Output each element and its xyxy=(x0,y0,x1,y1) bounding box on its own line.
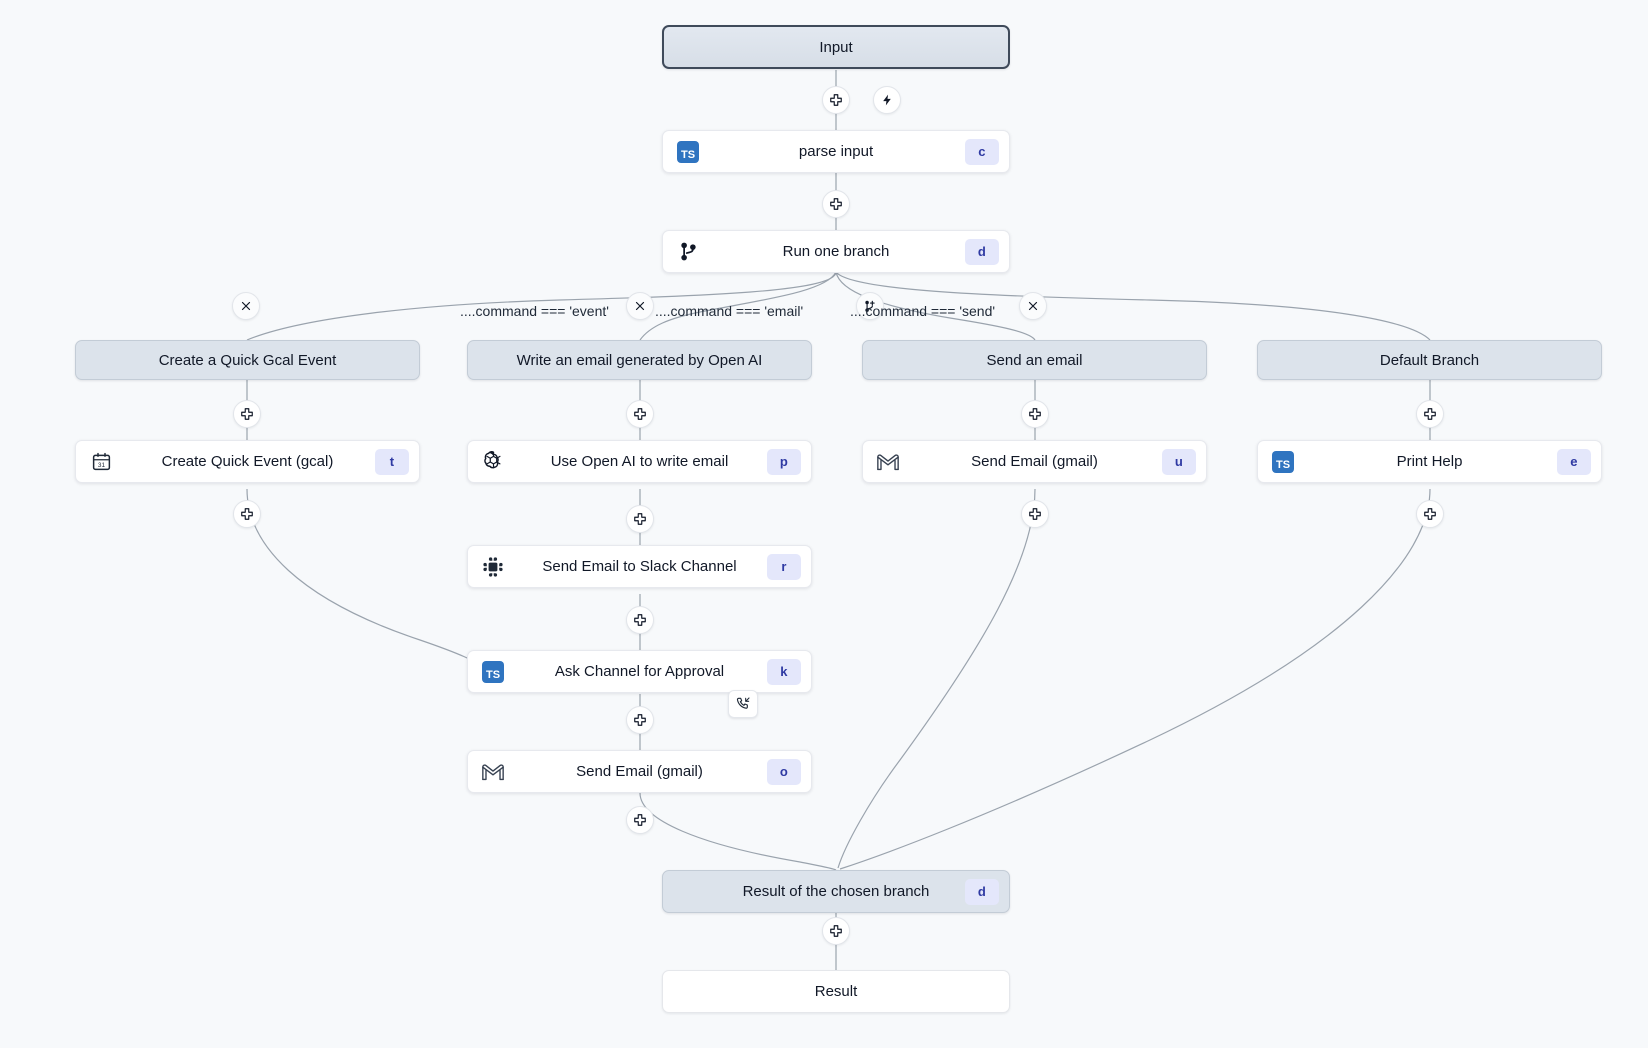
node-result-chosen-branch-label: Result of the chosen branch xyxy=(742,884,930,899)
trigger-lightning-button[interactable] xyxy=(873,86,901,114)
close-x-icon xyxy=(635,301,645,311)
shortcut-key-badge-run-one-branch[interactable]: d xyxy=(965,238,999,265)
close-x-icon xyxy=(241,301,251,311)
shortcut-key-badge-send-email-gmail-branch[interactable]: u xyxy=(1162,448,1196,475)
git-branch-plus-icon xyxy=(865,300,875,312)
node-run-one-branch-label: Run one branch xyxy=(782,244,890,259)
add-step-button-send-branch[interactable] xyxy=(1021,400,1049,428)
node-use-open-ai[interactable]: Use Open AI to write email p xyxy=(467,440,812,483)
typescript-icon: TS xyxy=(480,659,506,685)
shortcut-key-badge-parse-input[interactable]: c xyxy=(965,138,999,165)
plus-cross-icon xyxy=(241,408,253,420)
add-step-button-email-branch[interactable] xyxy=(626,400,654,428)
lightning-icon xyxy=(882,94,891,106)
node-send-email-gmail-main-label: Send Email (gmail) xyxy=(576,764,703,779)
shortcut-key-badge-send-email-gmail-main[interactable]: o xyxy=(767,758,801,785)
add-step-button-after-open-ai[interactable] xyxy=(626,505,654,533)
node-send-email-slack-label: Send Email to Slack Channel xyxy=(542,559,737,574)
node-create-quick-event-label: Create Quick Event (gcal) xyxy=(161,454,334,469)
shortcut-key-badge-result-chosen-branch[interactable]: d xyxy=(965,878,999,905)
node-use-open-ai-label: Use Open AI to write email xyxy=(550,454,729,469)
node-ask-channel-approval-label: Ask Channel for Approval xyxy=(554,664,725,679)
typescript-icon: TS xyxy=(1270,449,1296,475)
phone-incoming-icon xyxy=(736,697,750,709)
shortcut-key-badge-ask-channel-approval[interactable]: k xyxy=(767,658,801,685)
add-step-button-default-branch[interactable] xyxy=(1416,400,1444,428)
approval-suspend-badge[interactable] xyxy=(728,690,758,718)
add-step-button-gcal-branch[interactable] xyxy=(233,400,261,428)
plus-cross-icon xyxy=(634,814,646,826)
shortcut-key-badge-send-email-slack[interactable]: r xyxy=(767,553,801,580)
typescript-icon: TS xyxy=(675,139,701,165)
remove-branch-button-3[interactable] xyxy=(1019,292,1047,320)
node-result[interactable]: Result xyxy=(662,970,1010,1013)
plus-cross-icon xyxy=(241,508,253,520)
add-step-button-after-approval[interactable] xyxy=(626,706,654,734)
node-branch-header-send-email[interactable]: Send an email xyxy=(862,340,1207,380)
branch-condition-label-email: ....command === 'email' xyxy=(655,303,804,319)
calendar-31-icon: 31 xyxy=(88,449,114,475)
node-create-quick-event[interactable]: 31 Create Quick Event (gcal) t xyxy=(75,440,420,483)
add-step-button-after-slack[interactable] xyxy=(626,606,654,634)
node-print-help-label: Print Help xyxy=(1396,454,1463,469)
svg-text:31: 31 xyxy=(97,462,105,469)
git-branch-icon xyxy=(675,239,701,265)
node-branch-header-gcal-event-label: Create a Quick Gcal Event xyxy=(158,352,337,368)
plus-cross-icon xyxy=(1424,508,1436,520)
node-parse-input[interactable]: TS parse input c xyxy=(662,130,1010,173)
openai-icon xyxy=(480,449,506,475)
node-result-label: Result xyxy=(814,984,858,999)
gmail-icon xyxy=(875,449,901,475)
plus-cross-icon xyxy=(1029,508,1041,520)
close-x-icon xyxy=(1028,301,1038,311)
plus-cross-icon xyxy=(830,94,842,106)
node-branch-header-write-email[interactable]: Write an email generated by Open AI xyxy=(467,340,812,380)
branch-condition-label-event: ....command === 'event' xyxy=(460,303,609,319)
add-step-button-after-gmail-main[interactable] xyxy=(626,806,654,834)
add-branch-button[interactable] xyxy=(856,292,884,320)
shortcut-key-badge-print-help[interactable]: e xyxy=(1557,448,1591,475)
plus-cross-icon xyxy=(1424,408,1436,420)
node-send-email-slack[interactable]: Send Email to Slack Channel r xyxy=(467,545,812,588)
gmail-icon xyxy=(480,759,506,785)
add-step-button-after-gmail-branch[interactable] xyxy=(1021,500,1049,528)
add-step-button-after-result-branch[interactable] xyxy=(822,917,850,945)
add-step-button-input[interactable] xyxy=(822,86,850,114)
shortcut-key-badge-create-quick-event[interactable]: t xyxy=(375,448,409,475)
node-send-email-gmail-branch-label: Send Email (gmail) xyxy=(971,454,1098,469)
add-step-button-after-print-help[interactable] xyxy=(1416,500,1444,528)
node-branch-header-default[interactable]: Default Branch xyxy=(1257,340,1602,380)
node-send-email-gmail-branch[interactable]: Send Email (gmail) u xyxy=(862,440,1207,483)
remove-branch-button-2[interactable] xyxy=(626,292,654,320)
plus-cross-icon xyxy=(634,614,646,626)
node-print-help[interactable]: TS Print Help e xyxy=(1257,440,1602,483)
plus-cross-icon xyxy=(634,408,646,420)
add-step-button-after-create-quick-event[interactable] xyxy=(233,500,261,528)
node-branch-header-default-label: Default Branch xyxy=(1379,352,1480,368)
node-send-email-gmail-main[interactable]: Send Email (gmail) o xyxy=(467,750,812,793)
node-input[interactable]: Input xyxy=(662,25,1010,69)
plus-cross-icon xyxy=(634,714,646,726)
node-branch-header-send-email-label: Send an email xyxy=(986,352,1083,368)
plus-cross-icon xyxy=(830,925,842,937)
slack-hash-icon xyxy=(480,554,506,580)
remove-branch-button-1[interactable] xyxy=(232,292,260,320)
node-input-label: Input xyxy=(819,39,853,55)
branch-condition-label-send: ....command === 'send' xyxy=(850,303,996,319)
plus-cross-icon xyxy=(634,513,646,525)
plus-cross-icon xyxy=(830,198,842,210)
node-ask-channel-approval[interactable]: TS Ask Channel for Approval k xyxy=(467,650,812,693)
node-result-chosen-branch[interactable]: Result of the chosen branch d xyxy=(662,870,1010,913)
node-branch-header-write-email-label: Write an email generated by Open AI xyxy=(516,352,763,368)
plus-cross-icon xyxy=(1029,408,1041,420)
node-branch-header-gcal-event[interactable]: Create a Quick Gcal Event xyxy=(75,340,420,380)
shortcut-key-badge-use-open-ai[interactable]: p xyxy=(767,448,801,475)
node-run-one-branch[interactable]: Run one branch d xyxy=(662,230,1010,273)
node-parse-input-label: parse input xyxy=(798,144,874,159)
add-step-button-parse-input[interactable] xyxy=(822,190,850,218)
